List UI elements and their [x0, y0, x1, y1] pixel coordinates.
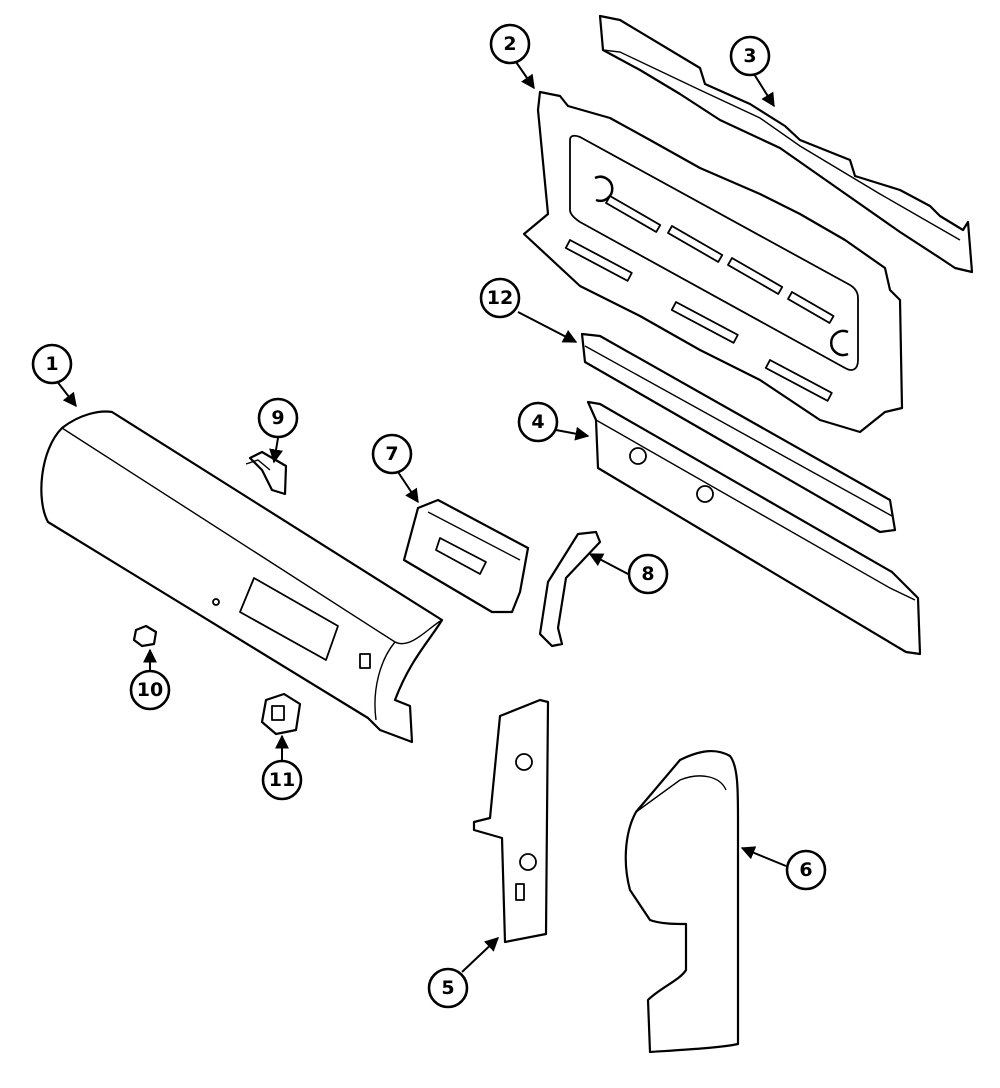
part-6-end-cap: [624, 750, 740, 1054]
callout-2-label: 2: [503, 33, 516, 55]
part-4-lower-rail: [586, 400, 922, 656]
callout-1: 1: [31, 343, 73, 385]
callout-9-label: 9: [271, 407, 284, 429]
callout-10: 10: [129, 669, 171, 711]
callout-5-label: 5: [441, 977, 454, 999]
part-5-side-bracket: [472, 698, 550, 944]
part-2-back-panel: [522, 90, 904, 434]
callout-12-label: 12: [487, 287, 513, 309]
callout-5: 5: [427, 967, 469, 1009]
part-12-strip: [580, 332, 897, 534]
callout-12: 12: [479, 277, 521, 319]
part-10-button: [132, 624, 158, 648]
callout-7: 7: [371, 433, 413, 475]
part-11-switch: [260, 692, 302, 736]
callout-3-label: 3: [743, 45, 756, 67]
callout-4-label: 4: [531, 411, 544, 433]
part-1-control-panel: [40, 410, 444, 744]
callout-1-label: 1: [45, 353, 58, 375]
part-8-bracket: [538, 530, 602, 648]
part-9-clip: [245, 450, 288, 496]
callout-4: 4: [517, 401, 559, 443]
callout-6-label: 6: [799, 859, 812, 881]
callout-3: 3: [729, 35, 771, 77]
callout-2: 2: [489, 23, 531, 65]
leader-lines: [55, 61, 787, 973]
callout-7-label: 7: [385, 443, 398, 465]
callout-9: 9: [257, 397, 299, 439]
callout-11: 11: [261, 759, 303, 801]
callout-8-label: 8: [641, 563, 654, 585]
callout-6: 6: [785, 849, 827, 891]
part-7-display-board: [402, 498, 530, 614]
part-3-top-rail: [598, 14, 974, 274]
callout-11-label: 11: [269, 769, 295, 791]
callout-10-label: 10: [137, 679, 163, 701]
callout-8: 8: [627, 553, 669, 595]
